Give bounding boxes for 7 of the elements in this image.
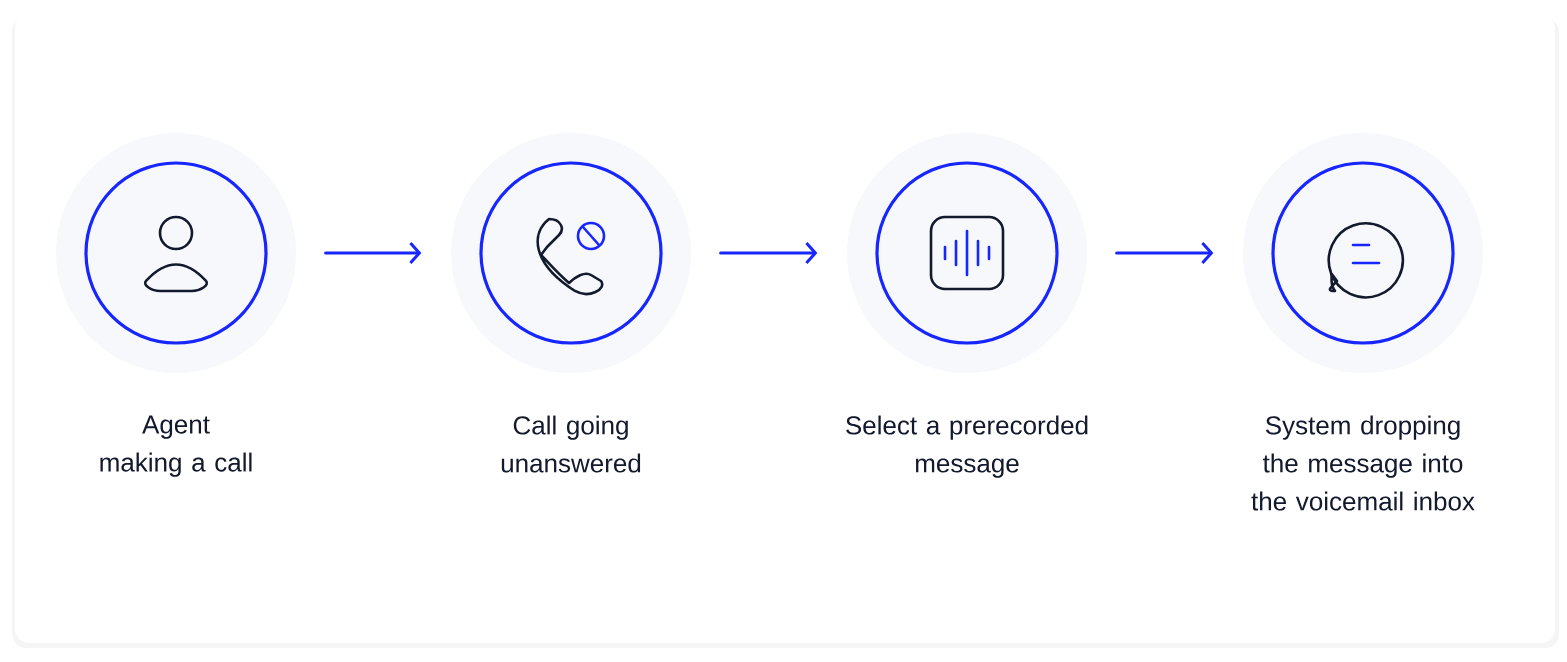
node-label: Select a prerecorded message xyxy=(846,415,1088,478)
arrow xyxy=(324,242,422,264)
arrow xyxy=(1115,242,1214,264)
node-label: System dropping the message into the voicemail inbox xyxy=(1251,415,1475,511)
node-label: Call going unanswered xyxy=(501,415,641,473)
arrow xyxy=(719,242,818,264)
node-label: Agent making a call xyxy=(100,415,252,477)
